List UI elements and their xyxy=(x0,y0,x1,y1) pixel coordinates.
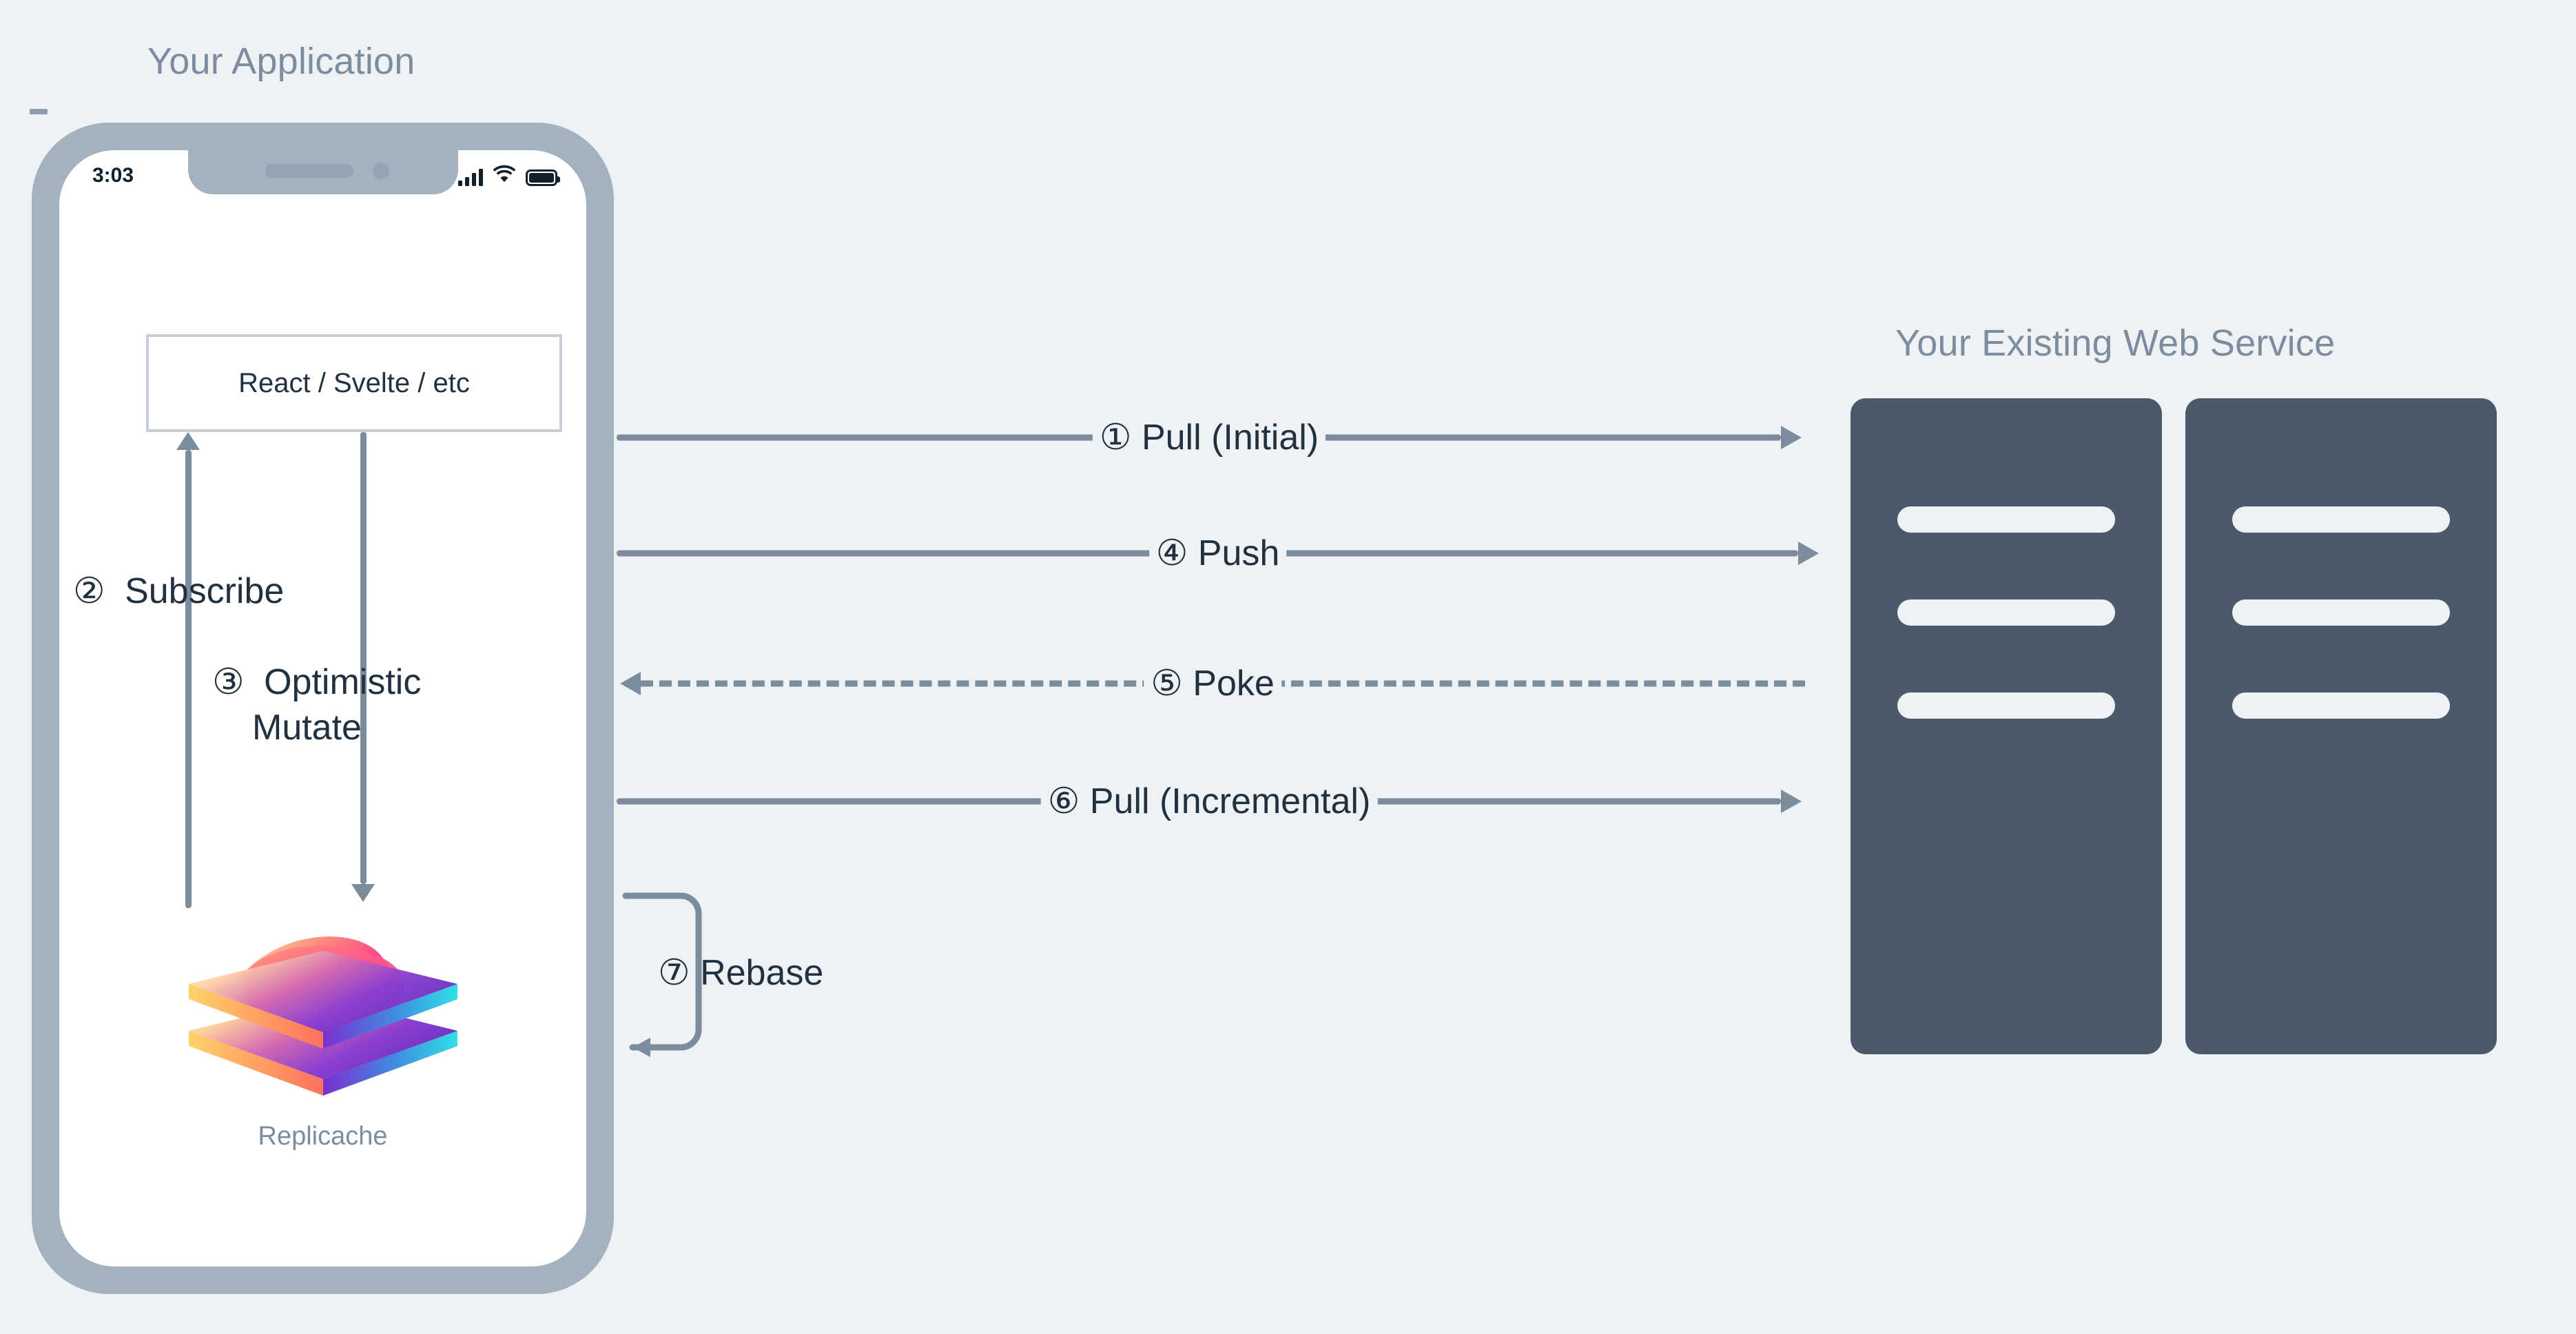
flow-label-pull-initial: ① Pull (Initial) xyxy=(1092,417,1326,458)
optimistic-mutate-arrow-line xyxy=(360,432,367,884)
step-3-optimistic-mutate-label: ③ Optimistic Mutate xyxy=(212,660,502,750)
server-slot xyxy=(2232,599,2450,626)
replicache-store: Replicache xyxy=(59,908,586,1151)
server-slot xyxy=(2232,692,2450,719)
flow-arrow-head-right xyxy=(1781,790,1802,813)
server-rack-2 xyxy=(2185,398,2497,1054)
battery-icon xyxy=(526,170,560,186)
status-bar-icons xyxy=(458,163,560,186)
server-rack-1 xyxy=(1851,398,2162,1054)
rebase-arrow-head xyxy=(632,1038,650,1057)
flow-label-pull-incremental: ⑥ Pull (Incremental) xyxy=(1040,781,1378,822)
rebase-loop-path xyxy=(622,892,702,1051)
client-device: 3:03 xyxy=(32,123,614,1294)
flow-label-poke: ⑤ Poke xyxy=(1144,663,1281,704)
step-3-text-line2: Mutate xyxy=(252,707,362,748)
subscribe-arrow-line xyxy=(185,450,192,908)
flow-arrow-head-right xyxy=(1798,542,1819,565)
flow-label-rebase: ⑦ Rebase xyxy=(658,953,824,993)
step-3-number: ③ xyxy=(212,662,245,702)
status-bar-clock: 3:03 xyxy=(92,164,134,187)
step-2-number: ② xyxy=(73,571,105,611)
flow-pull-initial: ① Pull (Initial) xyxy=(617,417,1802,458)
flow-arrow-head-left xyxy=(620,672,641,695)
ui-framework-label: React / Svelte / etc xyxy=(238,367,470,398)
wifi-icon xyxy=(493,165,516,186)
logo-layer-top xyxy=(188,951,457,1049)
flow-arrow-head-right xyxy=(1781,426,1802,449)
server-slot xyxy=(1897,692,2115,719)
optimistic-mutate-arrow-head xyxy=(351,884,375,902)
flow-rebase xyxy=(620,889,792,1061)
phone-tick-mark xyxy=(30,109,48,114)
status-bar: 3:03 xyxy=(59,150,586,200)
replicache-logo xyxy=(188,936,457,1096)
server-slot xyxy=(1897,599,2115,626)
step-2-text: Subscribe xyxy=(125,571,285,611)
signal-bars-icon xyxy=(458,168,483,186)
flow-pull-incremental: ⑥ Pull (Incremental) xyxy=(617,781,1802,822)
step-2-subscribe-label: ② Subscribe xyxy=(73,569,284,615)
phone-notch xyxy=(187,150,458,194)
replicache-label: Replicache xyxy=(258,1122,388,1151)
ui-framework-box: React / Svelte / etc xyxy=(146,334,562,432)
flow-push: ④ Push xyxy=(617,533,1819,574)
subscribe-arrow-head xyxy=(176,432,200,450)
step-3-text-line1: Optimistic xyxy=(264,662,422,702)
server-slot xyxy=(1897,506,2115,533)
server-slot xyxy=(2232,506,2450,533)
earpiece-speaker-icon xyxy=(265,164,353,178)
front-camera-icon xyxy=(372,163,389,179)
service-section-title: Your Existing Web Service xyxy=(1895,322,2336,364)
flow-poke: ⑤ Poke xyxy=(620,663,1805,704)
client-section-title: Your Application xyxy=(147,41,415,82)
phone-screen: 3:03 xyxy=(59,150,586,1266)
flow-label-push: ④ Push xyxy=(1148,533,1287,574)
